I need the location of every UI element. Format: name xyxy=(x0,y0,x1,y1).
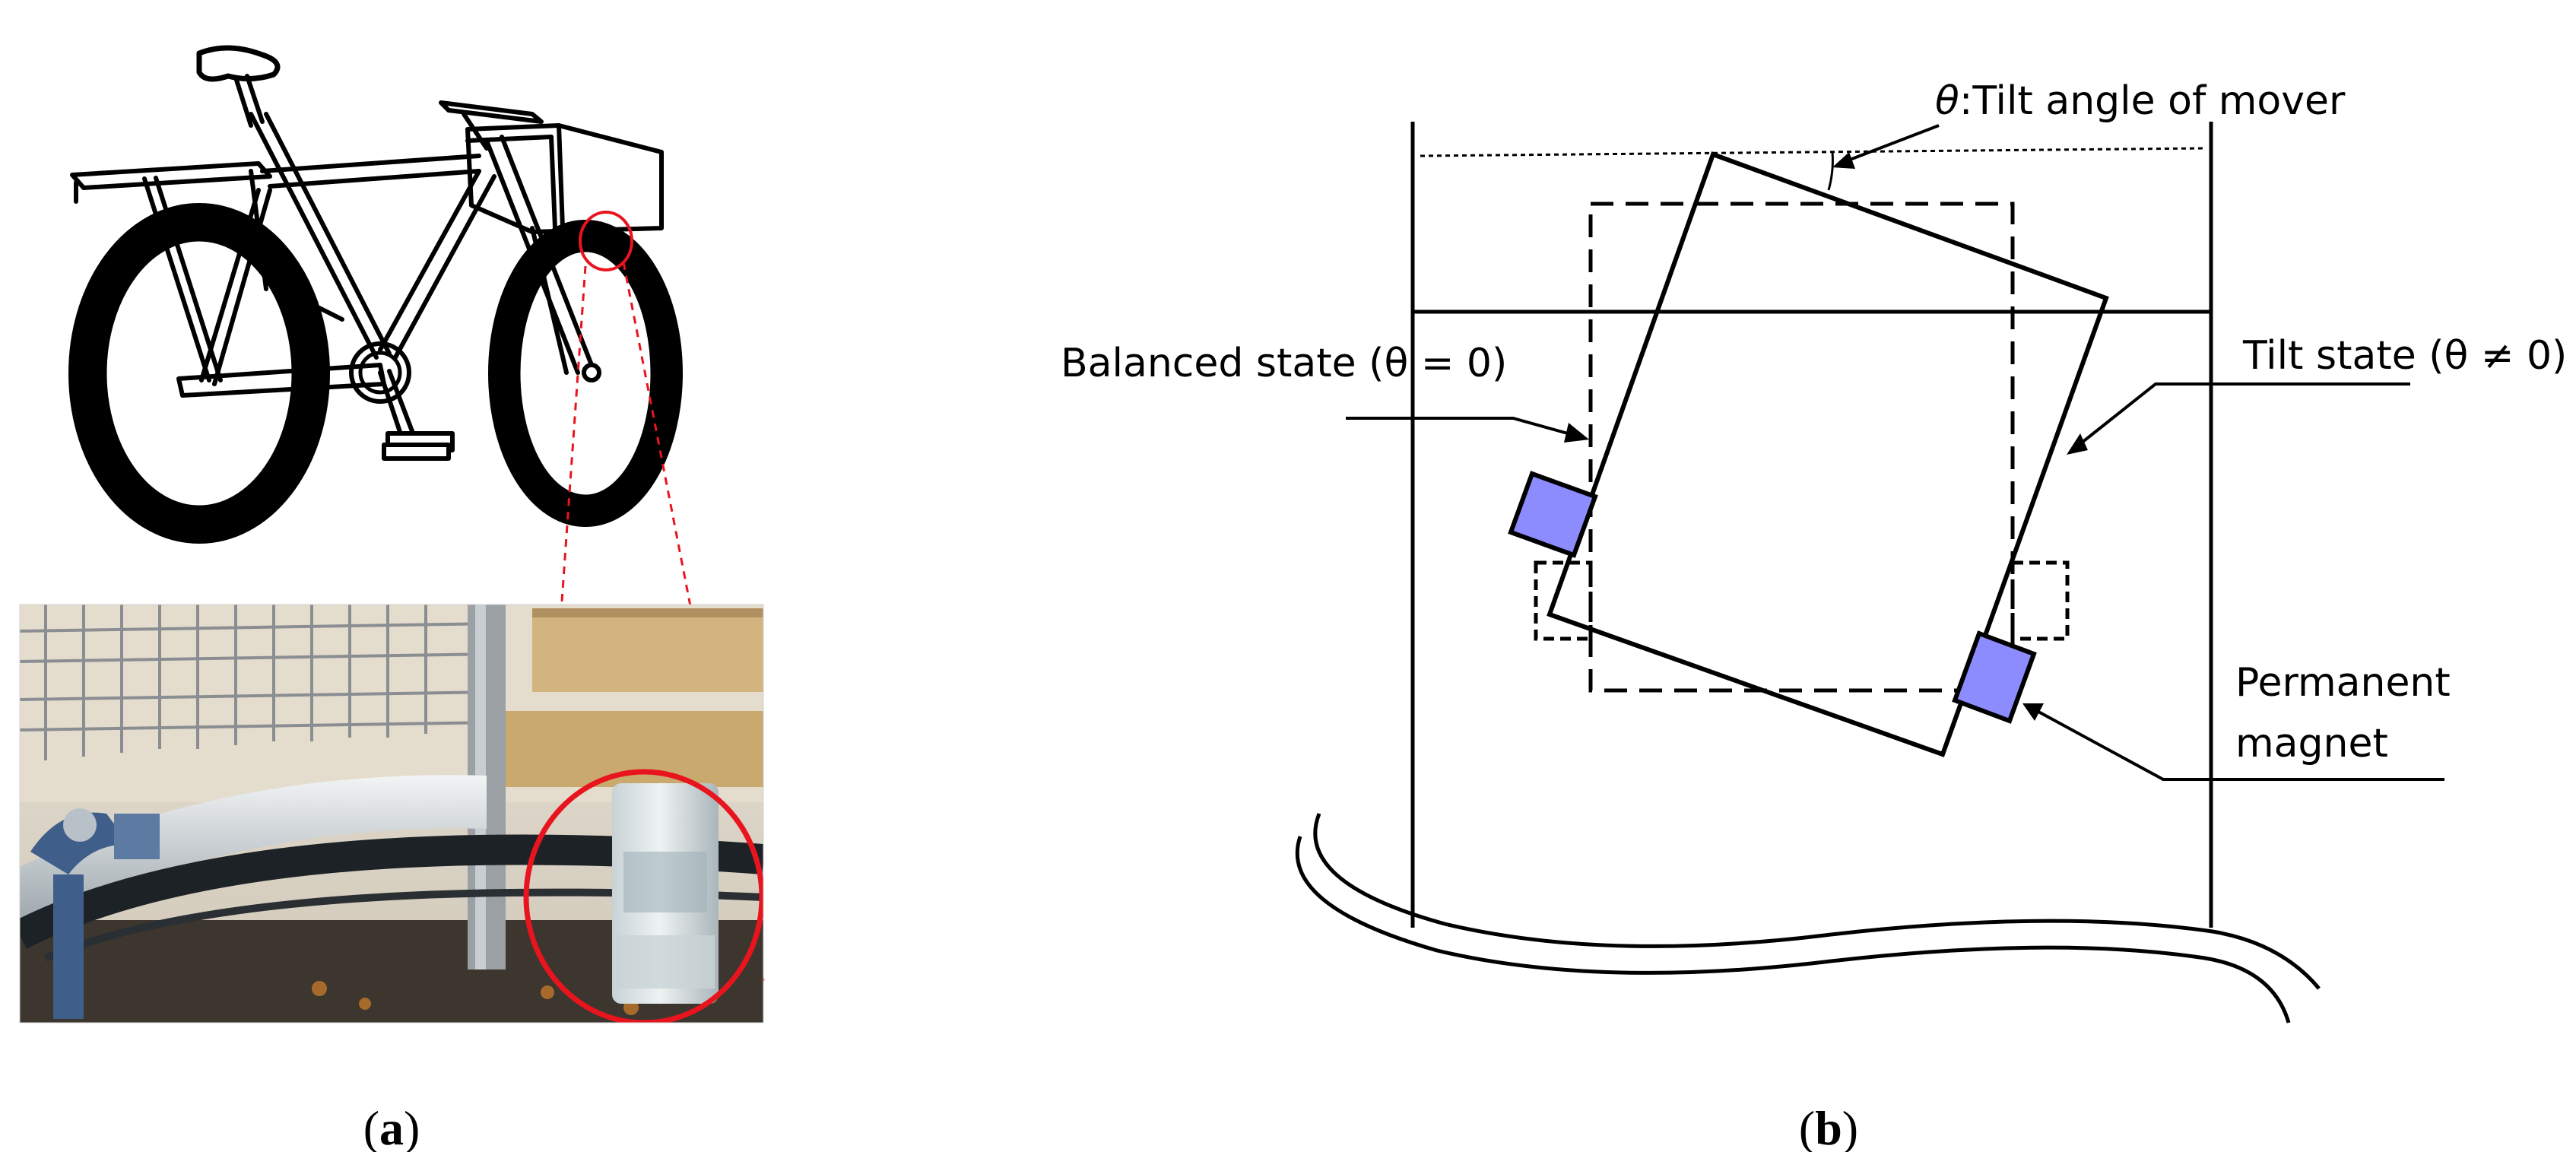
permanent-label: Permanent xyxy=(2235,660,2451,706)
balanced-magnet-left xyxy=(1534,560,1593,641)
photo-border xyxy=(19,604,764,1023)
front-tire xyxy=(488,220,683,527)
cutaway-curve-1 xyxy=(1295,836,2291,1023)
caption-a: (a) xyxy=(363,1101,420,1152)
tilted-mover xyxy=(1547,151,2109,757)
magnet-label: magnet xyxy=(2235,721,2388,766)
balanced-state-label: Balanced state (θ = 0) xyxy=(1061,341,1507,386)
theta-label: θ:Tilt angle of mover xyxy=(1935,78,2346,124)
reference-line xyxy=(1420,147,2206,157)
arrowheads xyxy=(1564,152,2088,721)
tilt-angle-label: :Tilt angle of mover xyxy=(1959,78,2346,124)
balanced-mover xyxy=(1588,202,2015,693)
tilt-state-label: Tilt state (θ ≠ 0) xyxy=(2242,333,2567,379)
arrow-theta xyxy=(1832,152,1855,169)
caption-b: (b) xyxy=(1799,1101,1858,1152)
highlight-ellipse xyxy=(523,769,763,1023)
zoom-circle xyxy=(579,211,633,271)
bicycle-photo xyxy=(20,605,763,1023)
leader-lines xyxy=(1346,124,2444,781)
rear-tire xyxy=(68,203,330,544)
bicycle-drawing xyxy=(68,45,683,544)
magnet-right xyxy=(1952,630,2037,724)
magnet-left xyxy=(1508,471,1598,558)
magnets xyxy=(1508,471,2037,724)
arrow-balanced xyxy=(1564,423,1589,443)
cutaway-curve-2 xyxy=(1313,813,2321,990)
arrow-magnet xyxy=(2022,703,2044,721)
arrow-tilt xyxy=(2067,433,2088,455)
tilt-diagram xyxy=(1295,122,2321,1023)
theta-symbol: θ xyxy=(1935,78,1959,124)
bicycle-frame xyxy=(176,45,664,461)
balanced-magnet-right xyxy=(2010,560,2070,641)
